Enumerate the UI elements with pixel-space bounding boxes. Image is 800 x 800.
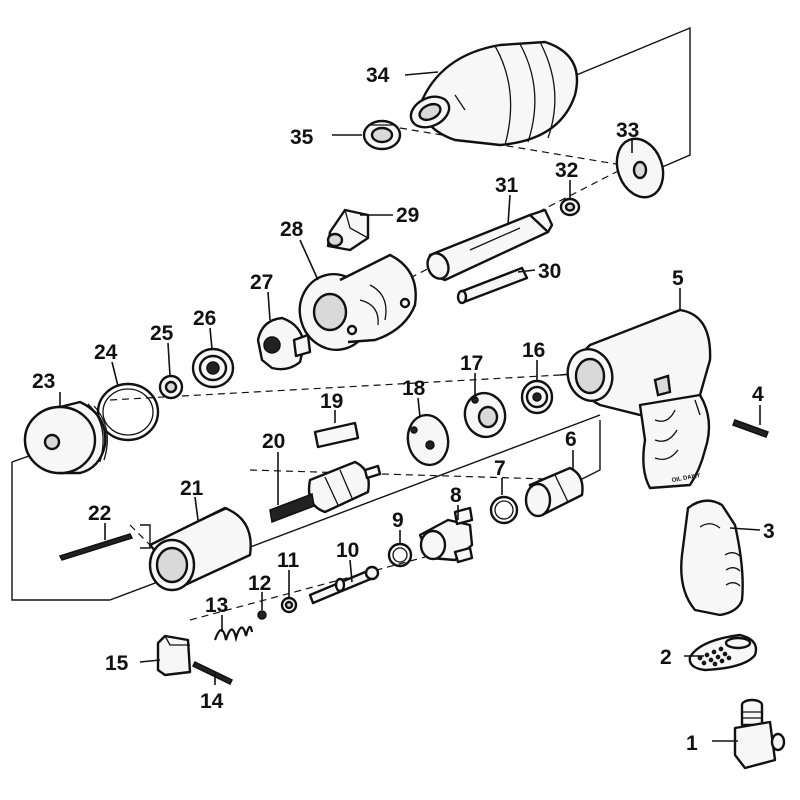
part-label-8: 8 bbox=[450, 484, 462, 507]
part-35-shape bbox=[362, 119, 402, 151]
part-label-3: 3 bbox=[763, 520, 775, 543]
part-labels: 1 2 3 4 5 6 7 8 9 10 11 12 13 14 15 16 1… bbox=[32, 64, 775, 755]
part-6-shape bbox=[524, 466, 584, 518]
part-label-32: 32 bbox=[555, 159, 578, 182]
part-3-shape bbox=[680, 499, 744, 617]
part-34-shape bbox=[409, 40, 579, 147]
part-30-shape bbox=[456, 266, 529, 305]
part-label-25: 25 bbox=[150, 322, 174, 345]
part-label-21: 21 bbox=[180, 477, 204, 500]
part-label-33: 33 bbox=[616, 119, 639, 142]
part-25-shape bbox=[158, 374, 184, 400]
part-label-10: 10 bbox=[336, 539, 359, 562]
part-33-shape bbox=[615, 137, 665, 199]
part-20-shape bbox=[269, 460, 382, 524]
leader-lines bbox=[59, 71, 761, 742]
part-label-26: 26 bbox=[193, 307, 216, 330]
part-28-shape bbox=[298, 253, 417, 352]
part-label-31: 31 bbox=[495, 174, 519, 197]
part-23-shape bbox=[23, 400, 108, 475]
part-19-shape bbox=[313, 421, 360, 449]
part-1-shape bbox=[733, 698, 786, 770]
part-label-12: 12 bbox=[248, 572, 271, 595]
part-5-shape bbox=[566, 308, 712, 490]
part-label-9: 9 bbox=[392, 509, 404, 532]
part-22-shape bbox=[58, 533, 134, 561]
part-label-2: 2 bbox=[660, 646, 672, 669]
part-11-shape bbox=[280, 596, 298, 614]
part-16-shape bbox=[520, 379, 554, 415]
part-label-6: 6 bbox=[565, 428, 577, 451]
handle-embossed-text: OIL DAILY bbox=[671, 473, 701, 484]
part-12-shape bbox=[257, 610, 267, 620]
part-label-5: 5 bbox=[672, 267, 684, 290]
part-label-28: 28 bbox=[280, 218, 304, 241]
part-label-18: 18 bbox=[402, 377, 426, 400]
part-4-shape bbox=[732, 419, 769, 438]
part-label-27: 27 bbox=[250, 271, 273, 294]
part-label-24: 24 bbox=[94, 341, 118, 364]
part-label-23: 23 bbox=[32, 370, 55, 393]
part-32-shape bbox=[559, 197, 581, 217]
part-label-30: 30 bbox=[538, 260, 561, 283]
part-21-shape bbox=[148, 506, 252, 592]
part-label-4: 4 bbox=[752, 383, 764, 406]
part-26-shape bbox=[191, 347, 235, 389]
part-label-1: 1 bbox=[686, 732, 698, 755]
part-label-35: 35 bbox=[290, 126, 314, 149]
part-18-shape bbox=[406, 413, 450, 467]
part-label-29: 29 bbox=[396, 204, 419, 227]
part-31-shape bbox=[426, 208, 554, 282]
part-9-shape bbox=[387, 542, 413, 568]
part-label-34: 34 bbox=[366, 64, 390, 87]
part-label-22: 22 bbox=[88, 502, 111, 525]
part-15-shape bbox=[156, 634, 192, 677]
part-14-shape bbox=[191, 661, 234, 685]
part-label-19: 19 bbox=[320, 390, 343, 413]
part-label-14: 14 bbox=[200, 690, 224, 713]
part-label-17: 17 bbox=[460, 352, 483, 375]
part-label-13: 13 bbox=[205, 594, 228, 617]
part-label-20: 20 bbox=[262, 430, 285, 453]
part-label-15: 15 bbox=[105, 652, 129, 675]
part-7-shape bbox=[489, 495, 519, 525]
part-27-shape bbox=[256, 316, 312, 371]
part-2-shape bbox=[688, 633, 758, 672]
part-label-11: 11 bbox=[277, 549, 300, 572]
part-label-7: 7 bbox=[494, 457, 506, 480]
part-label-16: 16 bbox=[522, 339, 545, 362]
screen-holes bbox=[697, 646, 732, 667]
part-17-shape bbox=[463, 391, 507, 439]
part-8-shape bbox=[418, 506, 474, 564]
part-10-shape bbox=[308, 565, 380, 605]
part-13-shape bbox=[213, 625, 254, 643]
part-29-shape bbox=[326, 208, 370, 252]
